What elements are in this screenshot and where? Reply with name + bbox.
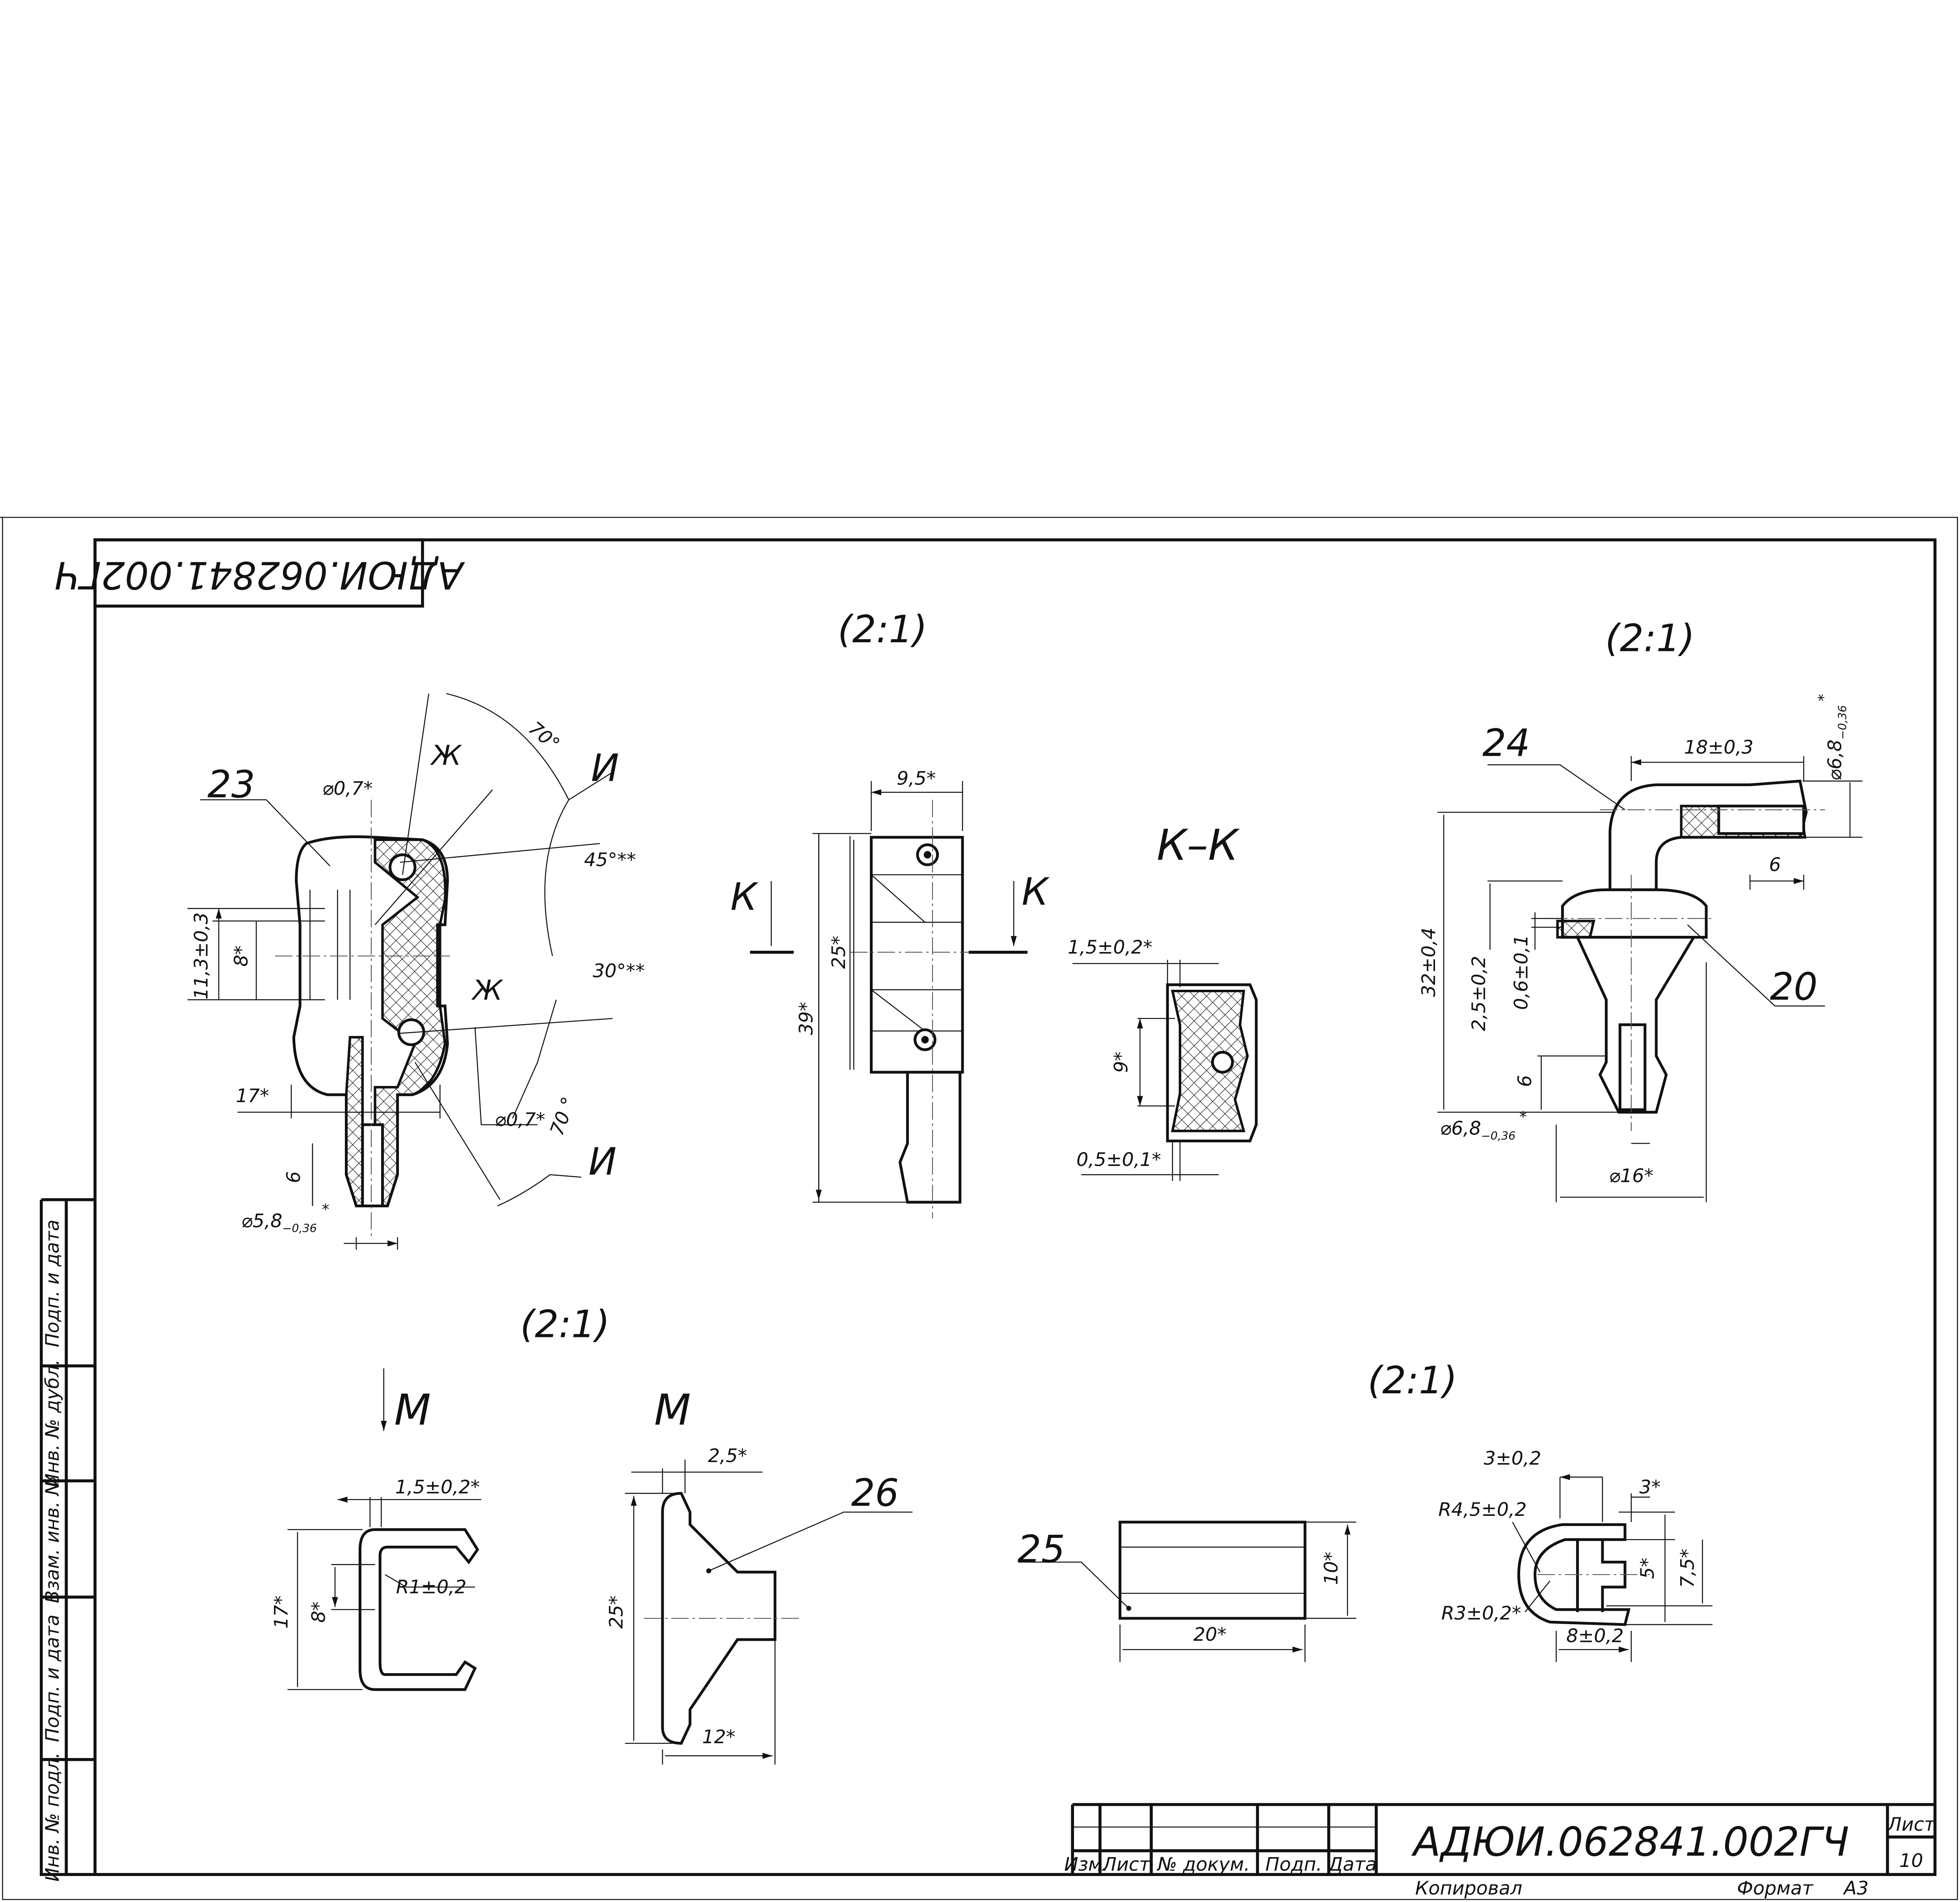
format-value: А3	[1843, 1878, 1869, 1899]
section-k-k: К–К 1,5±0,2* 9* 0,5±0,1*	[1068, 821, 1258, 1181]
dim-diameter-58: ⌀5,8−0,36*	[241, 1201, 329, 1235]
section-mark-zh-top: Ж	[430, 740, 462, 772]
dim-height-10: 10*	[1321, 1552, 1342, 1585]
dim-radius-1: R1±0,2	[396, 1577, 467, 1598]
clip-right: 3±0,2 3* R4,5±0,2 5* 7,5* R3±0,2* 8±0,2	[1438, 1448, 1712, 1662]
scale-label: (2:1)	[1368, 1359, 1457, 1402]
dim-width-17: 17*	[236, 1085, 269, 1107]
scale-label: (2:1)	[838, 608, 927, 651]
dim-height-25: 25*	[605, 1595, 627, 1629]
outer-border	[0, 517, 1958, 1900]
dim-width-95: 9,5*	[897, 768, 936, 790]
dim-diameter-16: ⌀16*	[1609, 1165, 1653, 1187]
col-signature: Подп.	[1266, 1854, 1322, 1876]
code-stamp: АДЮИ.062841.002ГЧ	[54, 538, 465, 608]
dim-thickness-05: 0,5±0,1*	[1076, 1149, 1161, 1171]
col-doc-number: № докум.	[1156, 1854, 1250, 1876]
side-strip-label: Подп. и дата	[42, 1614, 63, 1742]
inner-frame	[93, 538, 1937, 1876]
view-mark-m-arrow: М	[394, 1385, 431, 1435]
dim-height-25: 25*	[828, 936, 850, 969]
dim-length-6-bottom: 6	[1514, 1075, 1536, 1087]
part-25-label: 25	[1017, 1528, 1065, 1571]
side-strip-label: Инв. № подл.	[42, 1752, 63, 1882]
view-mark-m-title: М	[654, 1385, 691, 1435]
dim-height-17: 17*	[270, 1595, 292, 1629]
dim-length-6: 6	[283, 1171, 305, 1183]
section-mark-zh-bottom: Ж	[471, 974, 503, 1006]
dim-height-25: 2,5±0,2	[1468, 956, 1490, 1031]
dim-thickness-15: 1,5±0,2*	[395, 1476, 480, 1498]
document-code: АДЮИ.062841.002ГЧ	[1411, 1819, 1849, 1865]
dim-gap-3: 3*	[1639, 1476, 1660, 1498]
part-24-label: 24	[1482, 722, 1530, 765]
dim-width-3: 3±0,2	[1484, 1448, 1541, 1469]
section-kk-title: К–К	[1157, 821, 1240, 870]
part-24-view: 24 20 18±0,3 ⌀6,8−0,36* 6 32±0,4 2,5±0,2…	[1418, 694, 1863, 1202]
col-izm: Изм.	[1064, 1854, 1108, 1876]
dim-hole-bottom: ⌀0,7*	[495, 1109, 545, 1131]
scale-label: (2:1)	[520, 1303, 610, 1346]
part-26-label: 26	[851, 1472, 899, 1515]
dim-diameter-68-top: ⌀6,8−0,36*	[1815, 694, 1849, 781]
title-block: Изм. Лист № докум. Подп. Дата АДЮИ.06284…	[1064, 1803, 1936, 1899]
dim-height-06: 0,6±0,1	[1511, 935, 1532, 1010]
view-k: К К 9,5* 25* 39*	[730, 768, 1050, 1219]
format-label: Формат	[1737, 1878, 1813, 1899]
scale-label: (2:1)	[1605, 617, 1695, 660]
dim-height-11: 11,3±0,3	[191, 912, 212, 999]
dim-height-8: 8*	[308, 1601, 330, 1623]
stamp-code-text: АДЮИ.062841.002ГЧ	[54, 553, 465, 597]
copied-label: Копировал	[1415, 1878, 1523, 1899]
dim-height-9: 9*	[1111, 1052, 1132, 1073]
view-m-part-26: М 26 2,5* 25* 12*	[605, 1385, 913, 1764]
dim-thickness-25: 2,5*	[708, 1445, 747, 1467]
dim-angle-30: 30°**	[593, 960, 645, 982]
col-list: Лист	[1102, 1854, 1150, 1876]
section-mark-k-left: К	[730, 876, 759, 919]
dim-height-5: 5*	[1637, 1558, 1658, 1579]
dim-height-39: 39*	[796, 1002, 817, 1035]
view-mark-i-bottom: И	[588, 1140, 616, 1184]
side-strip-label: Взам. инв. №	[42, 1476, 63, 1603]
side-strip-label: Подп. и дата	[42, 1220, 63, 1347]
dim-hole-top: ⌀0,7*	[322, 778, 373, 799]
dim-length-6-top: 6	[1769, 854, 1781, 876]
dim-width-8: 8±0,2	[1566, 1625, 1624, 1647]
dim-radius-45: R4,5±0,2	[1438, 1499, 1526, 1521]
dim-height-75: 7,5*	[1677, 1549, 1698, 1588]
sheet-label: Лист	[1887, 1814, 1936, 1835]
side-strip-label: Инв. № дубл.	[42, 1359, 63, 1487]
dim-thickness-15: 1,5±0,2*	[1068, 937, 1152, 958]
sheet-number: 10	[1899, 1850, 1923, 1872]
dim-diameter-68-bottom: ⌀6,8−0,36*	[1440, 1108, 1527, 1142]
part-20-label: 20	[1770, 965, 1818, 1009]
dim-width-12: 12*	[702, 1726, 735, 1748]
view-m-clip: М 1,5±0,2* R1±0,2 17* 8*	[270, 1368, 482, 1691]
dim-width-20: 20*	[1193, 1624, 1227, 1645]
col-date: Дата	[1327, 1854, 1377, 1876]
view-mark-i-top: И	[591, 747, 619, 790]
dim-height-8: 8*	[231, 945, 252, 967]
part-25: 25 10* 20*	[1017, 1522, 1356, 1662]
dim-height-32: 32±0,4	[1418, 928, 1440, 997]
part-23-label: 23	[207, 763, 255, 806]
dim-radius-3: R3±0,2*	[1441, 1603, 1521, 1624]
section-mark-k-right: К	[1022, 870, 1050, 914]
dim-length-18: 18±0,3	[1684, 736, 1753, 758]
dim-angle-45: 45°**	[584, 849, 636, 871]
side-strip: Подп. и дата Инв. № дубл. Взам. инв. № П…	[39, 1198, 95, 1882]
